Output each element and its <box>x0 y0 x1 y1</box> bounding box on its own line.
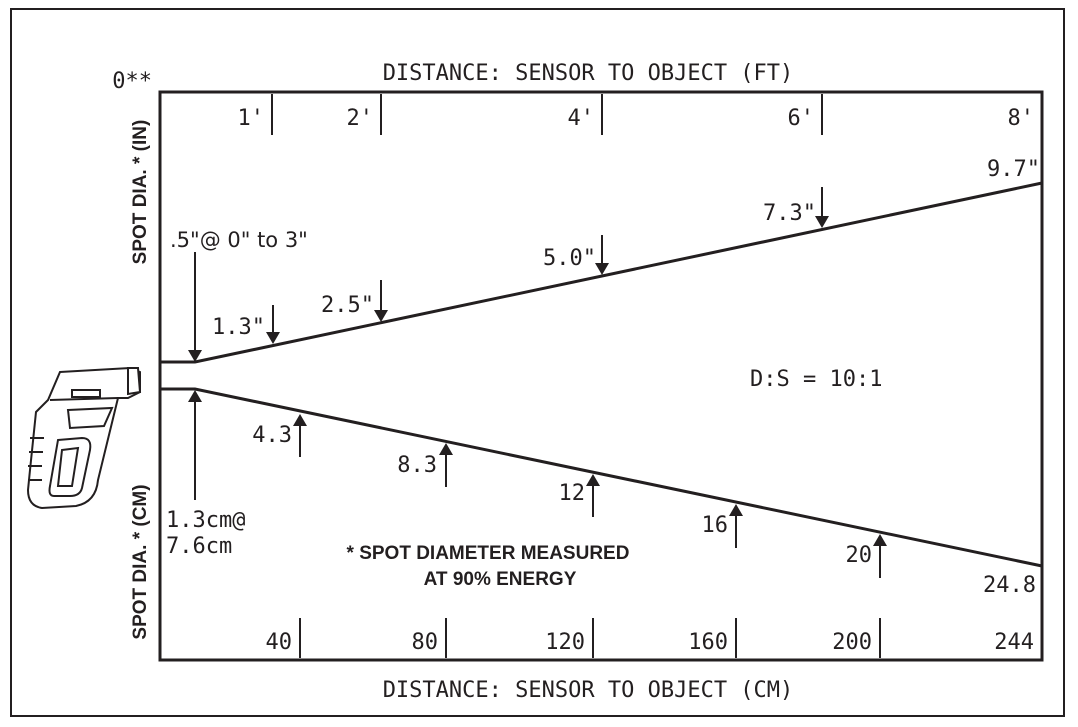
inch-label-8: 9.7" <box>987 157 1040 182</box>
cm-label-80: 80 <box>412 630 439 655</box>
top-axis-title: DISTANCE: SENSOR TO OBJECT (FT) <box>383 61 794 86</box>
ft-label-1: 1' <box>238 106 265 131</box>
left-label-inches: SPOT DIA. * (IN) <box>130 120 151 265</box>
ft-label-6: 6' <box>788 106 815 131</box>
left-label-cm: SPOT DIA. * (CM) <box>130 484 151 639</box>
cm-label-244: 244 <box>994 630 1034 655</box>
inch-label-1: 1.3" <box>212 315 265 340</box>
ratio-label: D:S = 10:1 <box>750 367 882 392</box>
inch-label-4: 5.0" <box>543 246 596 271</box>
infrared-thermometer-icon <box>26 366 142 510</box>
cm-label-val-80: 8.3 <box>397 453 437 478</box>
beam-lower-edge <box>160 387 1043 568</box>
inch-near-label: .5"@ 0" to 3" <box>170 228 308 252</box>
footnote-line-2: AT 90% ENERGY <box>424 569 577 590</box>
inch-label-2: 2.5" <box>321 293 374 318</box>
ft-label-4: 4' <box>568 106 595 131</box>
cm-label-160: 160 <box>688 630 728 655</box>
cm-label-val-120: 12 <box>559 481 586 506</box>
cm-label-120: 120 <box>545 630 585 655</box>
ft-label-8: 8' <box>1008 106 1035 131</box>
cm-label-40: 40 <box>266 630 293 655</box>
cm-label-200: 200 <box>832 630 872 655</box>
bottom-axis-title: DISTANCE: SENSOR TO OBJECT (CM) <box>383 678 794 703</box>
cm-label-val-160: 16 <box>702 513 729 538</box>
inch-label-6: 7.3" <box>763 201 816 226</box>
cm-near-label-2: 7.6cm <box>166 534 232 559</box>
origin-label: 0** <box>112 69 152 94</box>
plot-box <box>158 90 1044 662</box>
ft-label-2: 2' <box>347 106 374 131</box>
inch-arrows <box>188 187 829 362</box>
cm-label-val-40: 4.3 <box>252 423 292 448</box>
cm-label-val-200: 20 <box>846 543 873 568</box>
cm-label-val-244: 24.8 <box>983 573 1036 598</box>
footnote-line-1: * SPOT DIAMETER MEASURED <box>347 543 630 564</box>
cm-arrows <box>188 390 887 578</box>
cm-near-label-1: 1.3cm@ <box>166 508 245 533</box>
